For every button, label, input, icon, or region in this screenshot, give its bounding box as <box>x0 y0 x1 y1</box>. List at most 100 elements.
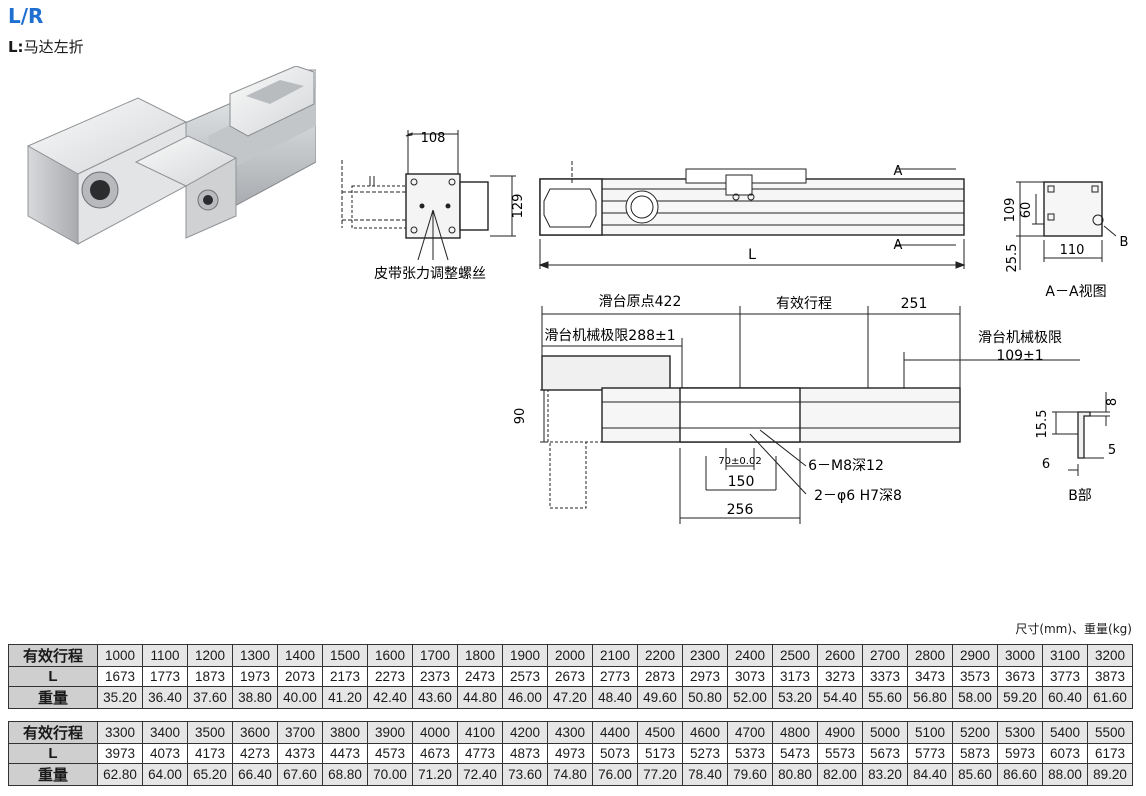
table-cell: 1973 <box>232 666 278 687</box>
table-cell: 52.00 <box>727 686 773 709</box>
table-cell: 5373 <box>727 743 773 764</box>
table-cell: 56.80 <box>907 686 953 709</box>
a-mark-top: A <box>894 164 903 179</box>
mech-limit-right-label: 滑台机械极限 <box>978 329 1062 346</box>
dim-110-label: 110 <box>1060 243 1085 258</box>
table-cell: 2800 <box>907 644 953 667</box>
table-cell: 5073 <box>592 743 638 764</box>
slide-origin-label: 滑台原点422 <box>599 293 682 310</box>
phi6-note: 2－φ6 H7深8 <box>814 488 902 504</box>
table-cell: 4600 <box>682 721 728 744</box>
table-cell: 2173 <box>322 666 368 687</box>
row-header: L <box>8 666 98 687</box>
table-cell: 5200 <box>952 721 998 744</box>
table-cell: 46.00 <box>502 686 548 709</box>
table-cell: 78.40 <box>682 763 728 786</box>
table-cell: 5973 <box>997 743 1043 764</box>
dim-108-label: 108 <box>421 131 446 146</box>
table-cell: 4700 <box>727 721 773 744</box>
table-cell: 1873 <box>187 666 233 687</box>
table-cell: 4000 <box>412 721 458 744</box>
table-cell: 48.40 <box>592 686 638 709</box>
table-cell: 5000 <box>862 721 908 744</box>
table-cell: 4100 <box>457 721 503 744</box>
b-dim-15-5-label: 15.5 <box>1035 410 1050 439</box>
row-header: L <box>8 743 98 764</box>
table-cell: 4073 <box>142 743 188 764</box>
table-cell: 5400 <box>1042 721 1088 744</box>
table-cell: 2773 <box>592 666 638 687</box>
table-cell: 3373 <box>862 666 908 687</box>
table-cell: 3173 <box>772 666 818 687</box>
table-cell: 2600 <box>817 644 863 667</box>
table-cell: 68.80 <box>322 763 368 786</box>
table-cell: 2200 <box>637 644 683 667</box>
table-cell: 38.80 <box>232 686 278 709</box>
table-cell: 70.00 <box>367 763 413 786</box>
table-cell: 89.20 <box>1087 763 1133 786</box>
table-cell: 4300 <box>547 721 593 744</box>
table-cell: 80.80 <box>772 763 818 786</box>
table-cell: 3273 <box>817 666 863 687</box>
table-cell: 2700 <box>862 644 908 667</box>
dim-251-label: 251 <box>901 296 928 312</box>
table-cell: 82.00 <box>817 763 863 786</box>
dim-L-label: L <box>748 247 756 263</box>
belt-screw-note: 皮带张力调整螺丝 <box>374 266 486 282</box>
table-cell: 4273 <box>232 743 278 764</box>
product-render <box>26 66 316 245</box>
tol-70-label: 70±0.02 <box>718 456 761 467</box>
b-dim-6-label: 6 <box>1042 457 1050 472</box>
table-cell: 5873 <box>952 743 998 764</box>
table-cell: 2273 <box>367 666 413 687</box>
table-cell: 1000 <box>97 644 143 667</box>
table-cell: 42.40 <box>367 686 413 709</box>
table-cell: 3500 <box>187 721 233 744</box>
table-cell: 3073 <box>727 666 773 687</box>
table-cell: 44.80 <box>457 686 503 709</box>
table-cell: 3873 <box>1087 666 1133 687</box>
table-cell: 4500 <box>637 721 683 744</box>
row-header: 有效行程 <box>8 644 98 667</box>
table-cell: 4373 <box>277 743 323 764</box>
table-cell: 2473 <box>457 666 503 687</box>
aa-view-caption: A－A视图 <box>1045 284 1106 300</box>
table-cell: 86.60 <box>997 763 1043 786</box>
table-cell: 1200 <box>187 644 233 667</box>
dim-256-label: 256 <box>727 502 754 518</box>
page-subtitle: L:马达左折 <box>8 36 84 57</box>
dim-150-label: 150 <box>728 474 755 490</box>
table-cell: 40.00 <box>277 686 323 709</box>
table-cell: 5100 <box>907 721 953 744</box>
table-cell: 88.00 <box>1042 763 1088 786</box>
table-cell: 5473 <box>772 743 818 764</box>
subtitle-text: 马达左折 <box>23 38 84 56</box>
table-cell: 4800 <box>772 721 818 744</box>
table-cell: 2100 <box>592 644 638 667</box>
table-cell: 61.60 <box>1087 686 1133 709</box>
table-cell: 4400 <box>592 721 638 744</box>
table-cell: 1500 <box>322 644 368 667</box>
table-cell: 3000 <box>997 644 1043 667</box>
table-cell: 2873 <box>637 666 683 687</box>
table-cell: 5300 <box>997 721 1043 744</box>
aa-view-drawing: 109 60 25.5 110 B A－A视图 <box>1003 181 1129 300</box>
b-dim-8-label: 8 <box>1105 398 1120 406</box>
dim-109-label: 109 <box>1003 198 1018 223</box>
table-cell: 3800 <box>322 721 368 744</box>
table-cell: 3700 <box>277 721 323 744</box>
table-cell: 1673 <box>97 666 143 687</box>
page-title: L/R <box>8 4 44 28</box>
table-cell: 36.40 <box>142 686 188 709</box>
b-mark-label: B <box>1120 235 1129 250</box>
unit-note: 尺寸(mm)、重量(kg) <box>1015 622 1132 636</box>
row-header: 重量 <box>8 686 98 709</box>
table-cell: 1773 <box>142 666 188 687</box>
table-cell: 4473 <box>322 743 368 764</box>
